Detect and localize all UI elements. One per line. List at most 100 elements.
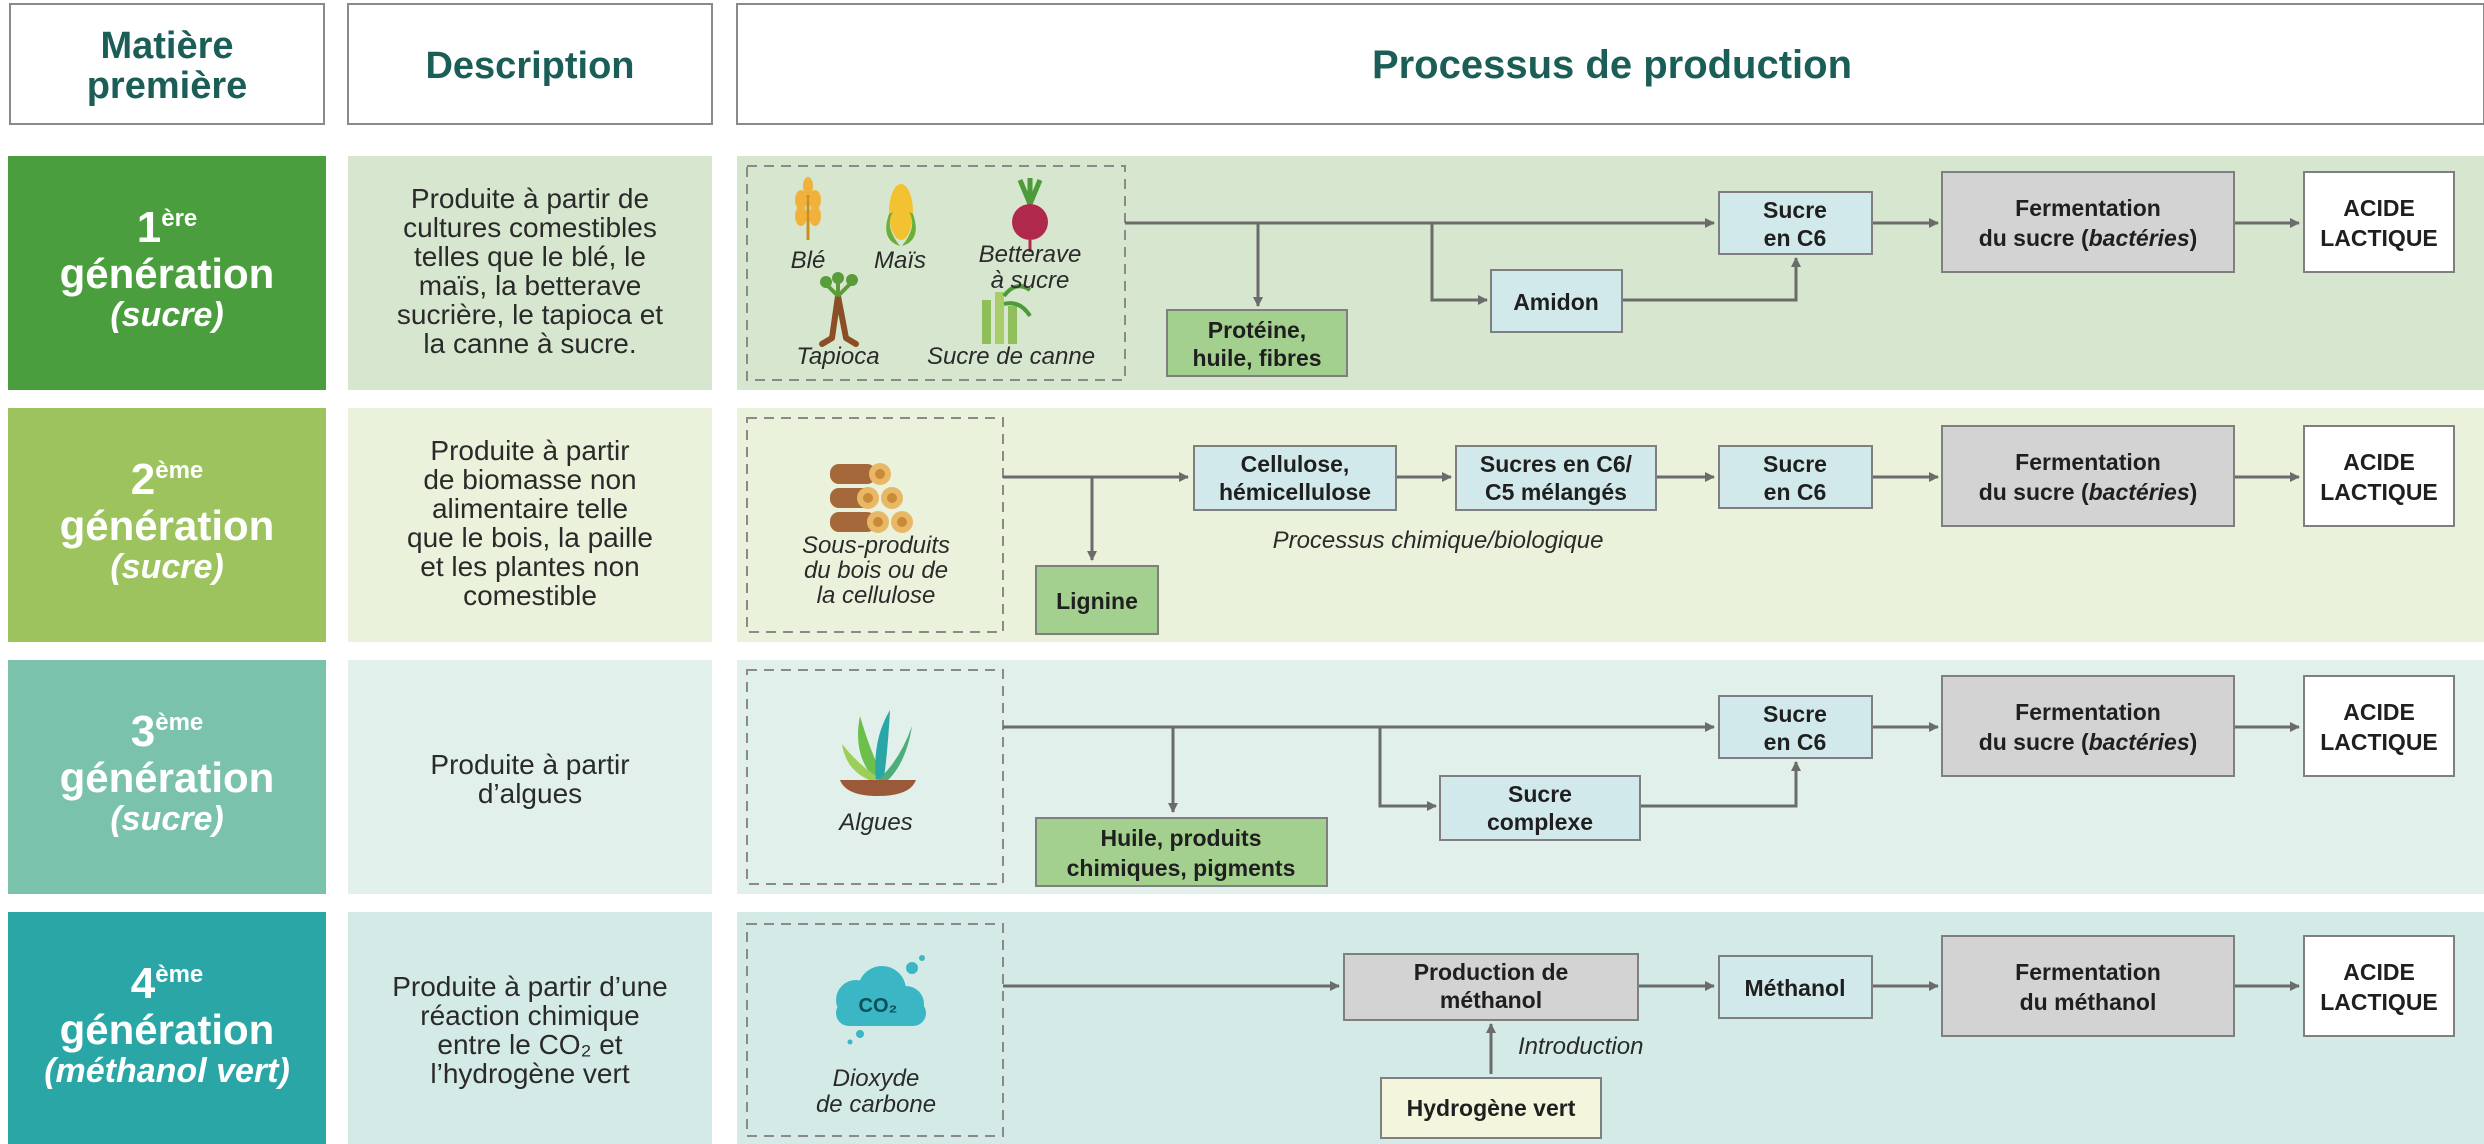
- svg-text:du sucre (bactéries): du sucre (bactéries): [1979, 225, 2198, 251]
- svg-text:ACIDE: ACIDE: [2343, 195, 2415, 221]
- gen3-word: génération: [60, 754, 275, 801]
- gen2-lignine-box: Lignine: [1035, 565, 1159, 635]
- gen4-description: Produite à partir d’une réaction chimiqu…: [392, 971, 668, 1089]
- gen3-complex-arrow: [1378, 727, 1437, 811]
- source-label-ble: Blé: [791, 247, 826, 274]
- svg-text:Protéine,: Protéine,: [1208, 317, 1306, 343]
- gen4-source-labels: Dioxyde de carbone: [816, 1065, 936, 1118]
- svg-text:chimiques, pigments: chimiques, pigments: [1067, 855, 1296, 881]
- svg-text:Cellulose,: Cellulose,: [1241, 451, 1350, 477]
- gen1-byproduct-box: Protéine, huile, fibres: [1166, 309, 1348, 377]
- header-matiere: Matière première: [9, 3, 325, 125]
- gen1-desc-line: sucrière, le tapioca et: [397, 299, 663, 330]
- tapioca-icon: [819, 272, 859, 347]
- svg-text:ACIDE: ACIDE: [2343, 699, 2415, 725]
- gen3-source-frame: [746, 669, 1004, 885]
- svg-text:Huile, produits: Huile, produits: [1101, 825, 1262, 851]
- gen2-product-box: ACIDE LACTIQUE: [2303, 425, 2455, 527]
- svg-text:Sucre: Sucre: [1763, 701, 1827, 727]
- gen1-tile: [8, 156, 326, 390]
- svg-text:Fermentation: Fermentation: [2015, 449, 2161, 475]
- gen2-desc-line: Produite à partir: [430, 435, 629, 466]
- gen1-source-labels: Blé Maïs Betterave à sucre Tapioca Sucre…: [791, 241, 1095, 370]
- svg-text:C5 mélangés: C5 mélangés: [1485, 479, 1627, 505]
- gen2-desc-line: comestible: [463, 580, 597, 611]
- gen3-fermentation-box: Fermentation du sucre (bactéries): [1941, 675, 2235, 777]
- gen4-hydrogen-box: Hydrogène vert: [1380, 1077, 1602, 1139]
- svg-text:ACIDE: ACIDE: [2343, 449, 2415, 475]
- svg-text:en C6: en C6: [1764, 729, 1827, 755]
- header-description-label: Description: [425, 45, 634, 87]
- gen2-desc-line: de biomasse non: [423, 464, 636, 495]
- source-label-betterave: Betterave: [979, 241, 1082, 268]
- svg-text:méthanol: méthanol: [1440, 987, 1542, 1013]
- gen2-sugar-box: Sucre en C6: [1718, 445, 1873, 509]
- svg-text:huile, fibres: huile, fibres: [1192, 345, 1321, 371]
- gen3-desc-line: Produite à partir: [430, 749, 629, 780]
- svg-text:du méthanol: du méthanol: [2020, 989, 2157, 1015]
- source-label-carbone: de carbone: [816, 1091, 936, 1118]
- row-gen4: 4ème génération (méthanol vert) Produite…: [8, 912, 2484, 1144]
- source-label-canne: Sucre de canne: [927, 343, 1095, 370]
- gen1-description-cell: [348, 156, 712, 390]
- svg-text:Sucre: Sucre: [1763, 197, 1827, 223]
- svg-text:Sucre: Sucre: [1508, 781, 1572, 807]
- gen2-cellulose-box: Cellulose, hémicellulose: [1193, 445, 1397, 511]
- svg-text:complexe: complexe: [1487, 809, 1593, 835]
- svg-text:Fermentation: Fermentation: [2015, 959, 2161, 985]
- gen2-source-labels: Sous-produits du bois ou de la cellulose: [802, 532, 950, 609]
- gen2-description: Produite à partir de biomasse non alimen…: [407, 435, 653, 611]
- wood-logs-icon: [830, 463, 913, 533]
- gen4-product-box: ACIDE LACTIQUE: [2303, 935, 2455, 1037]
- gen4-source-frame: [746, 923, 1004, 1137]
- gen1-product-box: ACIDE LACTIQUE: [2303, 171, 2455, 273]
- svg-text:Hydrogène vert: Hydrogène vert: [1407, 1095, 1576, 1121]
- row-gen3: 3ème génération (sucre) Produite à parti…: [8, 660, 2484, 894]
- gen4-desc-line: entre le CO₂ et: [437, 1029, 622, 1060]
- gen4-production-box: Production de méthanol: [1343, 953, 1639, 1021]
- co2-icon-label: CO₂: [859, 995, 898, 1017]
- gen1-desc-line: la canne à sucre.: [423, 328, 636, 359]
- svg-text:Fermentation: Fermentation: [2015, 195, 2161, 221]
- gen1-amidon-sugar-arrow: [1622, 257, 1801, 302]
- gen2-description-cell: [348, 408, 712, 642]
- gen2-desc-line: et les plantes non: [420, 551, 640, 582]
- gen3-product-box: ACIDE LACTIQUE: [2303, 675, 2455, 777]
- gen1-amidon-box: Amidon: [1490, 269, 1623, 333]
- algae-icon: [840, 710, 916, 796]
- gen1-fermentation-box: Fermentation du sucre (bactéries): [1941, 171, 2235, 273]
- gen2-number: 2ème: [131, 455, 204, 504]
- source-label-algues: Algues: [837, 809, 912, 836]
- beet-icon: [1012, 178, 1048, 252]
- sugarcane-icon: [982, 284, 1032, 344]
- gen1-sub: (sucre): [110, 296, 223, 334]
- gen2-fermentation-box: Fermentation du sucre (bactéries): [1941, 425, 2235, 527]
- gen3-byproduct-box: Huile, produits chimiques, pigments: [1035, 817, 1328, 887]
- gen3-description: Produite à partir d’algues: [430, 749, 629, 809]
- gen2-mixed-sugar-box: Sucres en C6/ C5 mélangés: [1455, 445, 1657, 511]
- svg-text:LACTIQUE: LACTIQUE: [2320, 989, 2438, 1015]
- gen1-desc-line: Produite à partir de: [411, 183, 649, 214]
- gen2-desc-line: que le bois, la paille: [407, 522, 653, 553]
- source-label-tapioca: Tapioca: [796, 343, 879, 370]
- gen1-desc-line: maïs, la betterave: [419, 270, 642, 301]
- row-gen2: 2ème génération (sucre) Produite à parti…: [8, 408, 2484, 642]
- svg-text:LACTIQUE: LACTIQUE: [2320, 729, 2438, 755]
- gen2-process-label: Processus chimique/biologique: [1273, 527, 1604, 554]
- gen1-source-frame: [746, 165, 1126, 381]
- gen3-description-cell: [348, 660, 712, 894]
- header-matiere-line2: première: [87, 65, 248, 107]
- gen4-number: 4ème: [131, 959, 204, 1008]
- header-description: Description: [347, 3, 713, 125]
- gen3-sugar-box: Sucre en C6: [1718, 695, 1873, 759]
- svg-text:Sucres en C6/: Sucres en C6/: [1480, 451, 1633, 477]
- svg-text:en C6: en C6: [1764, 479, 1827, 505]
- gen1-amidon-arrow: [1430, 223, 1488, 305]
- gen4-word: génération: [60, 1006, 275, 1053]
- gen4-tile: [8, 912, 326, 1144]
- gen4-sub: (méthanol vert): [44, 1052, 290, 1090]
- svg-text:du sucre (bactéries): du sucre (bactéries): [1979, 479, 2198, 505]
- source-label-bois-2: du bois ou de: [804, 557, 948, 584]
- svg-text:Amidon: Amidon: [1513, 289, 1599, 315]
